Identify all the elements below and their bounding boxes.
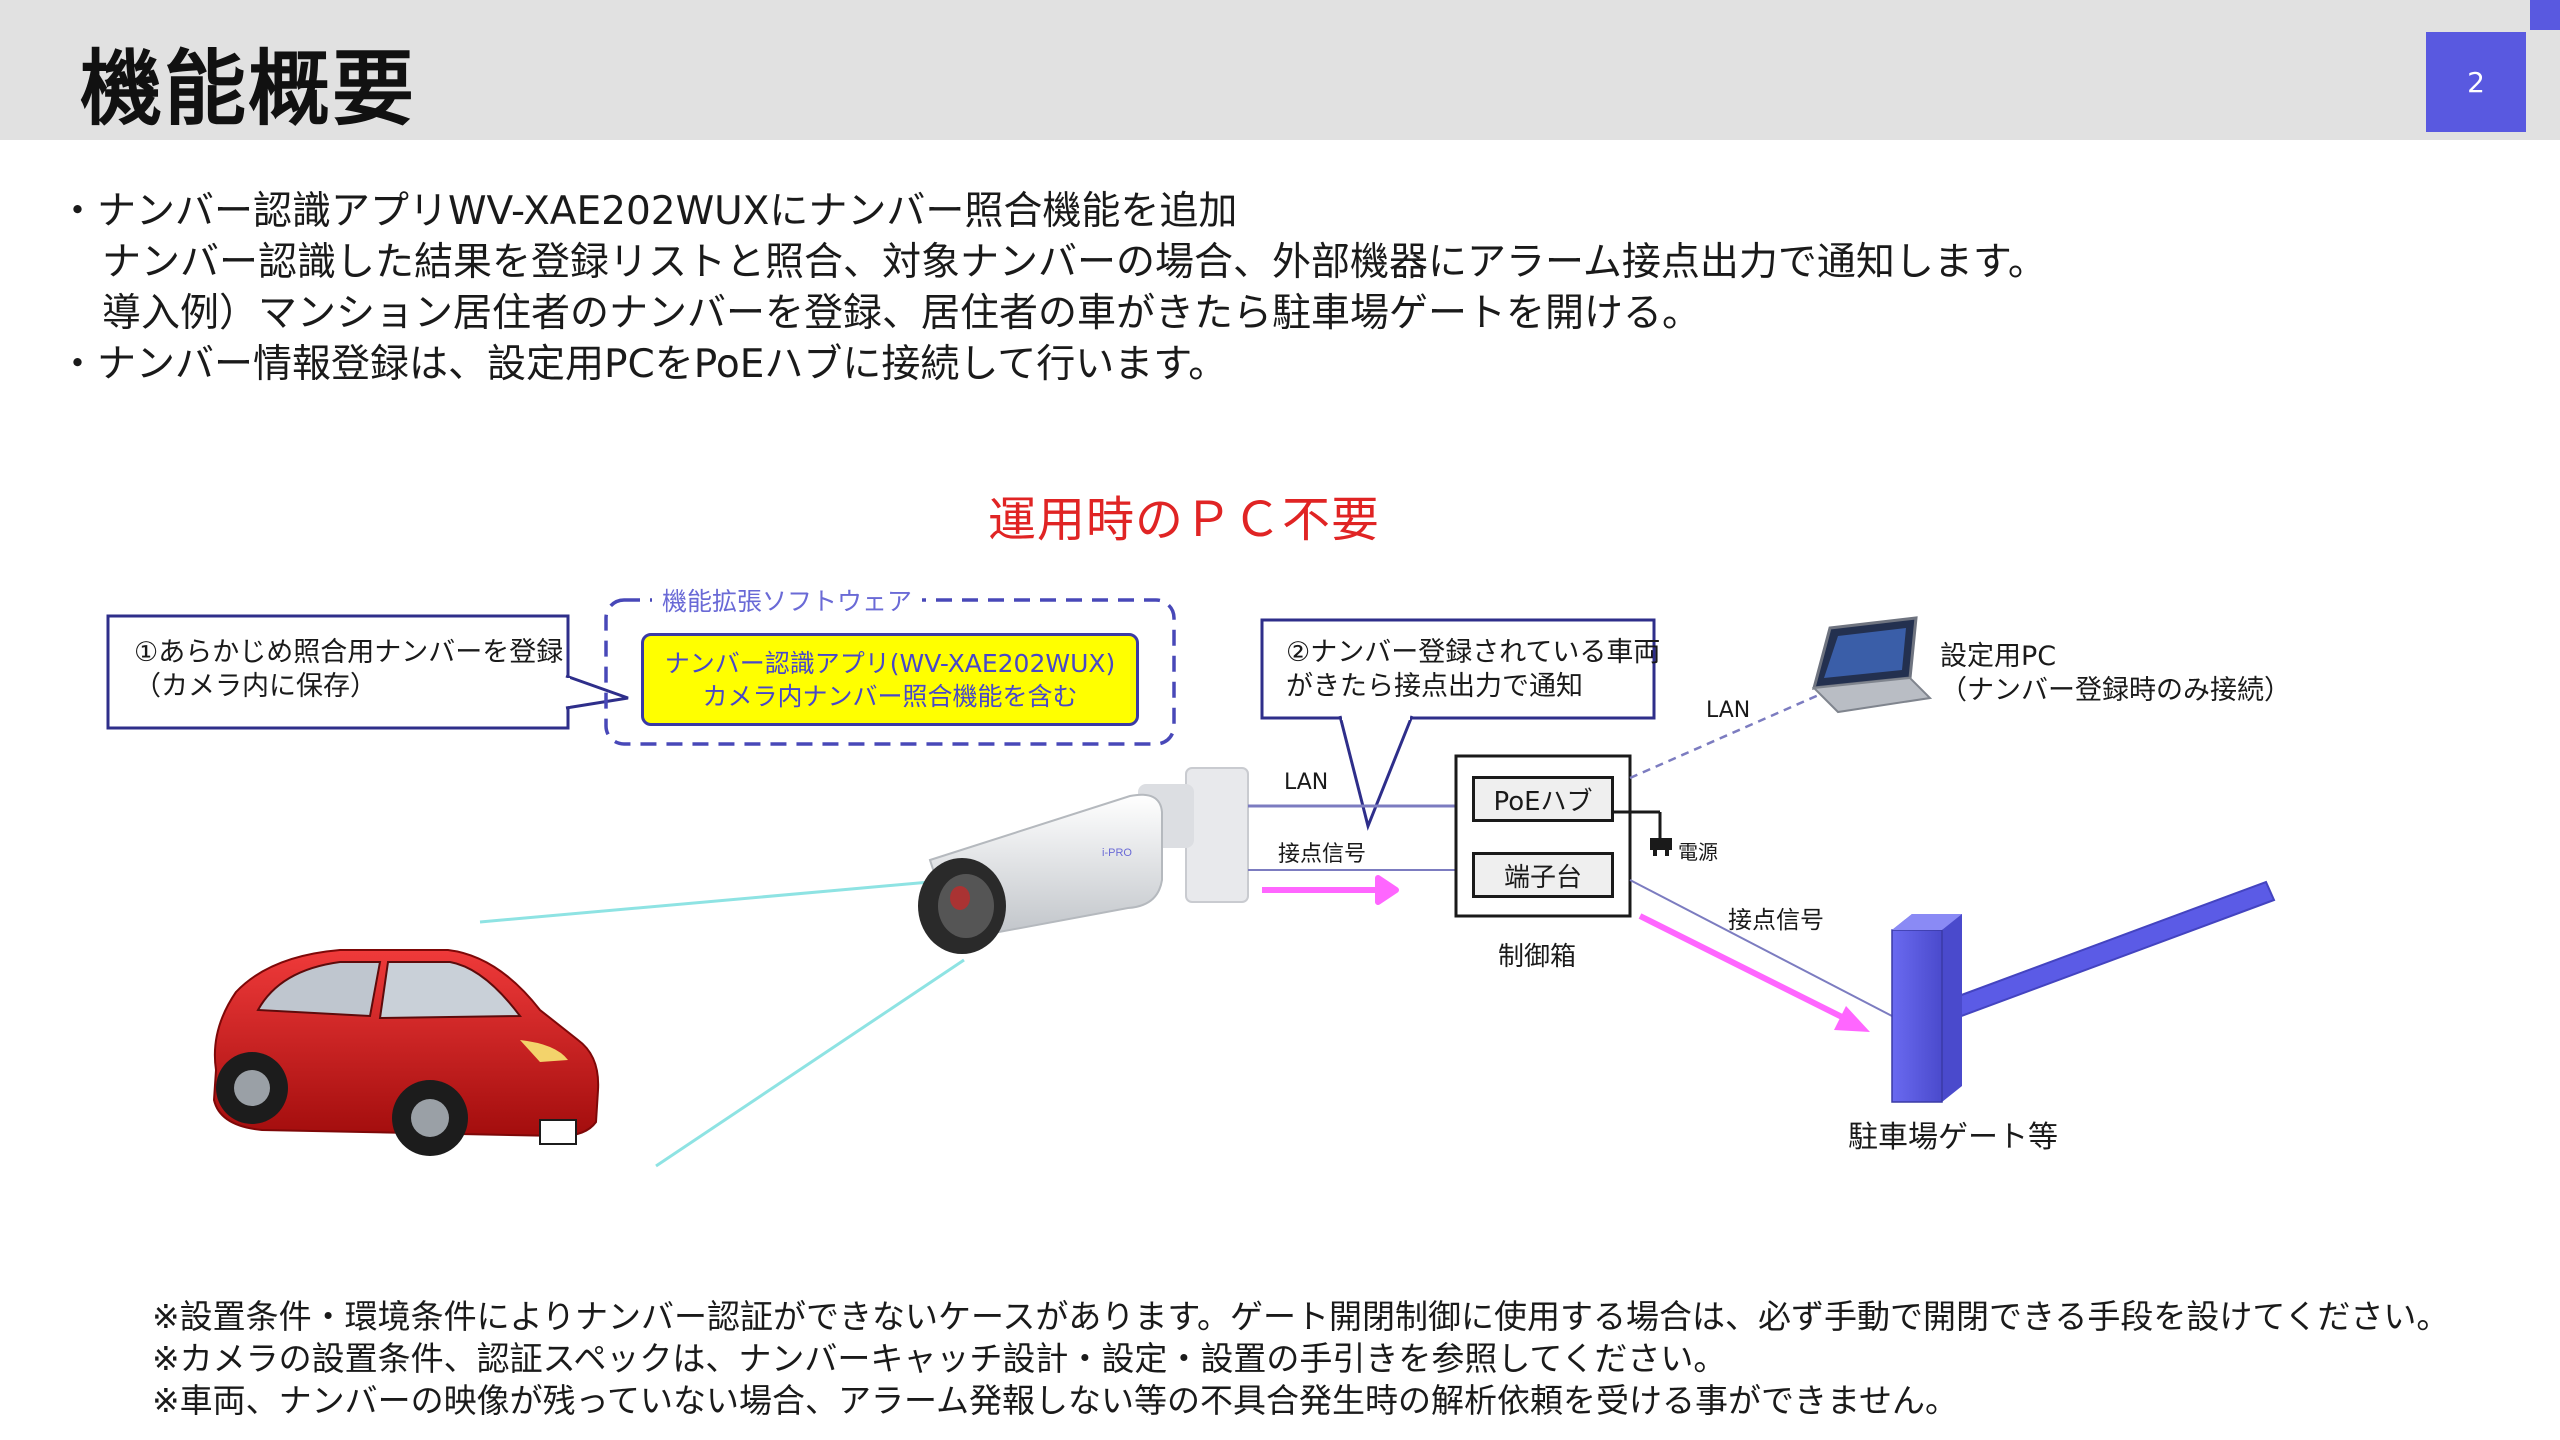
slide-header <box>0 0 2560 140</box>
power-plug-icon <box>1614 810 1672 856</box>
lan-line-pc <box>1629 688 1831 780</box>
callout-notify-line: ②ナンバー登録されている車両 <box>1286 637 1661 668</box>
signal-arrow-camera <box>1262 875 1399 905</box>
control-box-label: 制御箱 <box>1498 942 1577 972</box>
poe-hub-box: PoEハブ <box>1472 776 1614 822</box>
camera-brand-logo: i-PRO <box>1102 847 1132 859</box>
callout-notify-box <box>1260 618 1656 831</box>
app-box-line: ナンバー認識アプリ(WV-XAE202WUX) <box>664 648 1116 678</box>
emphasis-heading: 運用時のＰＣ不要 <box>988 492 1381 548</box>
gate-barrier-icon <box>1891 880 2276 1103</box>
callout-register-line: （カメラ内に保存） <box>134 671 377 702</box>
signal-line-gate <box>1629 879 1893 1017</box>
slide-title: 機能概要 <box>80 42 417 137</box>
signal-arrowhead-gate <box>1834 1006 1870 1032</box>
intro-text: ・ナンバー認識アプリWV-XAE202WUXにナンバー照合機能を追加 ナンバー認… <box>58 186 2047 390</box>
view-line <box>655 958 965 1168</box>
extension-software-label: 機能拡張ソフトウェア <box>652 582 923 618</box>
callout-register-line: ①あらかじめ照合用ナンバーを登録 <box>134 637 564 668</box>
laptop-icon <box>1811 616 1933 714</box>
lan-label-camera: LAN <box>1284 770 1329 795</box>
contact-signal-label-gate: 接点信号 <box>1728 906 1824 934</box>
intro-line: ・ナンバー認識アプリWV-XAE202WUXにナンバー照合機能を追加 <box>58 189 1238 234</box>
intro-line: ・ナンバー情報登録は、設定用PCをPoEハブに接続して行います。 <box>58 342 1228 387</box>
page-number-badge: 2 <box>2426 32 2526 132</box>
camera-icon: i-PRO <box>918 767 1249 954</box>
callout-register-box <box>106 614 629 730</box>
pc-label-line: （ナンバー登録時のみ接続） <box>1940 675 2291 706</box>
contact-signal-label-camera: 接点信号 <box>1278 842 1367 867</box>
footnote: ※設置条件・環境条件によりナンバー認証ができないケースがあります。ゲート開閉制御… <box>152 1297 2450 1336</box>
app-highlight-box: ナンバー認識アプリ(WV-XAE202WUX) カメラ内ナンバー照合機能を含む <box>641 633 1139 726</box>
view-line <box>479 880 931 924</box>
app-box-line: カメラ内ナンバー照合機能を含む <box>702 681 1078 711</box>
corner-accent <box>2530 0 2560 30</box>
footnote: ※車両、ナンバーの映像が残っていない場合、アラーム発報しない等の不具合発生時の解… <box>152 1381 1959 1420</box>
power-label: 電源 <box>1678 840 1718 864</box>
callout-register-text: ①あらかじめ照合用ナンバーを登録 （カメラ内に保存） <box>134 636 563 704</box>
intro-line: ナンバー認識した結果を登録リストと照合、対象ナンバーの場合、外部機器にアラーム接… <box>102 240 2047 285</box>
pc-label: 設定用PC （ナンバー登録時のみ接続） <box>1940 640 2291 708</box>
car-icon <box>212 949 600 1156</box>
lan-label-pc: LAN <box>1706 698 1751 723</box>
pc-label-line: 設定用PC <box>1940 641 2057 672</box>
signal-arrow-gate <box>1638 913 1854 1025</box>
terminal-block-box: 端子台 <box>1472 852 1614 898</box>
license-plate <box>539 1119 577 1145</box>
intro-line: 導入例）マンション居住者のナンバーを登録、居住者の車がきたら駐車場ゲートを開ける… <box>102 291 1702 336</box>
callout-notify-line: がきたら接点出力で通知 <box>1286 671 1583 702</box>
gate-label: 駐車場ゲート等 <box>1848 1120 2058 1155</box>
footnotes: ※設置条件・環境条件によりナンバー認証ができないケースがあります。ゲート開閉制御… <box>152 1296 2449 1422</box>
callout-notify-text: ②ナンバー登録されている車両 がきたら接点出力で通知 <box>1286 636 1660 704</box>
footnote: ※カメラの設置条件、認証スペックは、ナンバーキャッチ設計・設定・設置の手引きを参… <box>152 1339 1727 1378</box>
